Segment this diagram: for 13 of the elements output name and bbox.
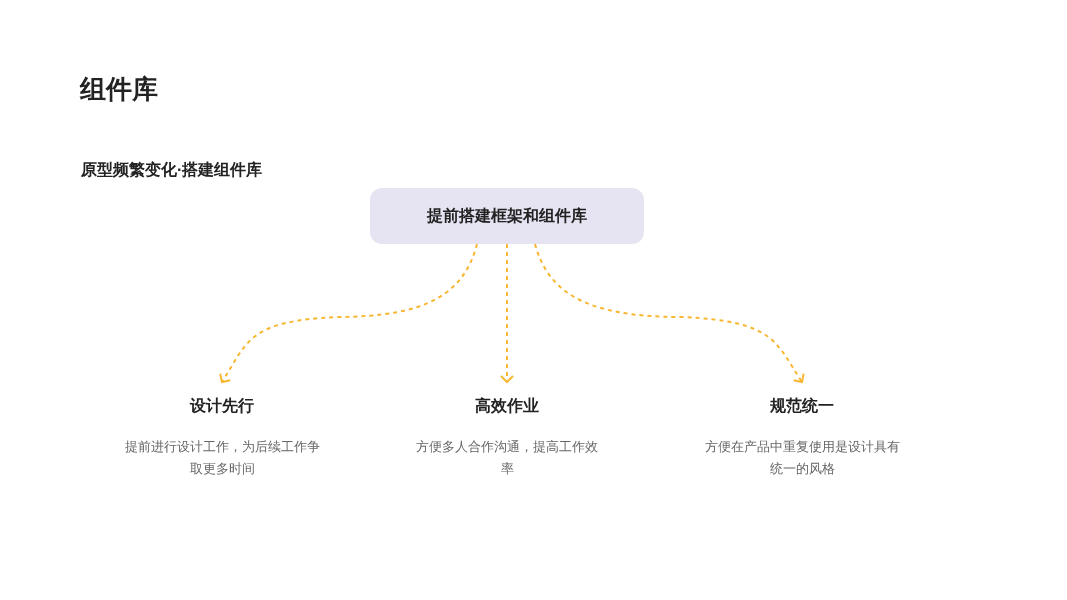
box-label: 提前搭建框架和组件库 [427,206,587,226]
feature-title: 规范统一 [770,396,834,416]
process-box [370,188,644,244]
dashed-arrow [500,243,514,383]
feature-description: 方便多人合作沟通，提高工作效率 [415,438,599,478]
dashed-arrow [219,243,478,383]
feature-title: 高效作业 [475,396,539,416]
title: 组件库 [80,73,158,106]
dashed-arrow [534,243,805,383]
subtitle: 原型频繁变化·搭建组件库 [81,160,263,180]
feature-title: 设计先行 [190,396,254,416]
feature-description: 方便在产品中重复使用是设计具有统一的风格 [703,438,901,478]
feature-description: 提前进行设计工作，为后续工作争取更多时间 [123,438,321,478]
